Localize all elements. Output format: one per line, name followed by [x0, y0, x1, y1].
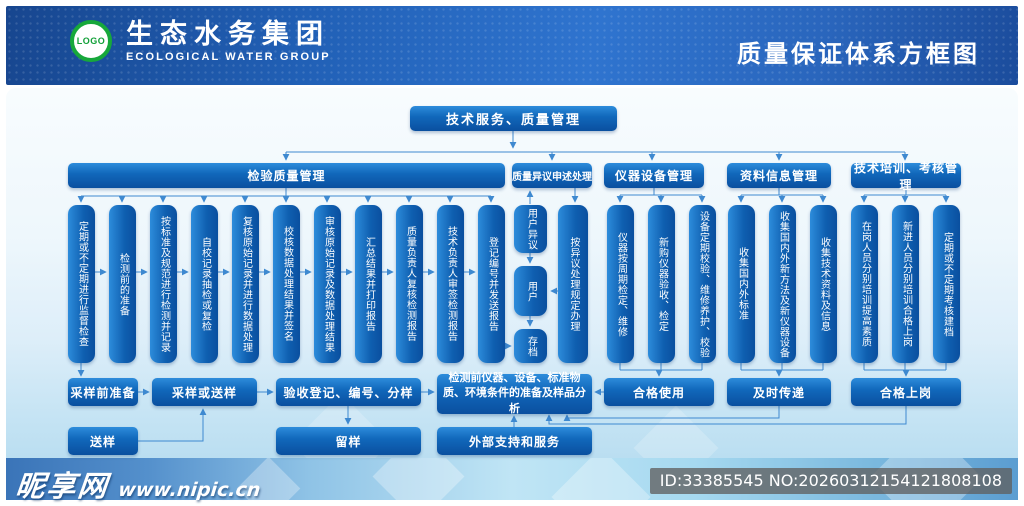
group-header-objection: 质量异议申述处理 [512, 163, 592, 188]
step-box: 收集技术资料及信息 [810, 205, 837, 363]
step-box: 收集国内外新方法及新仪器设备 [769, 205, 796, 363]
aux-external-support-box: 外部支持和服务 [437, 427, 592, 455]
watermark-url: www.nipic.cn [117, 479, 262, 501]
step-box: 汇总结果并打印报告 [355, 205, 382, 363]
aux-retain-sample-box: 留样 [276, 427, 421, 455]
flow-register-number-box: 验收登记、编号、分样 [276, 378, 421, 406]
flow-pretest-prep-box: 检测前仪器、设备、标准物质、环境条件的准备及样品分析 [437, 372, 592, 415]
step-box: 自校记录抽检或复检 [191, 205, 218, 363]
step-box: 新进人员分别培训合格上岗 [892, 205, 919, 363]
objection-archive-box: 存档 [514, 329, 547, 363]
step-box: 复核原始记录并进行数据处理 [232, 205, 259, 363]
step-box: 校核数据处理结果并签名 [273, 205, 300, 363]
root-box: 技术服务、质量管理 [410, 106, 617, 131]
image-id-badge: ID:33385545 NO:20260312154121808108 [649, 468, 1012, 494]
group-header-information: 资料信息管理 [727, 163, 831, 188]
objection-user-objection-box: 用户异议 [514, 205, 547, 253]
step-box: 收集国内外标准 [728, 205, 755, 363]
flow-sampling-prep-box: 采样前准备 [68, 378, 138, 406]
objection-process-box: 按异议处理规定办理 [558, 205, 588, 363]
outcome-timely-delivery-box: 及时传递 [727, 378, 831, 406]
flow-sample-or-send-box: 采样或送样 [152, 378, 257, 406]
decor-diamond [551, 458, 651, 500]
step-box: 定期或不定期考核建档 [933, 205, 960, 363]
step-box: 审核原始记录及数据处理结果 [314, 205, 341, 363]
group-header-inspection: 检验质量管理 [68, 163, 505, 188]
step-box: 设备定期校验、维修养护、校验 [689, 205, 716, 363]
outcome-qualified-use-box: 合格使用 [604, 378, 714, 406]
step-box: 在岗人员分别培训提高素质 [851, 205, 878, 363]
step-box: 登记编号并发送报告 [478, 205, 505, 363]
outcome-qualified-post-box: 合格上岗 [851, 378, 961, 406]
header-bar: LOGO 生态水务集团 ECOLOGICAL WATER GROUP 质量保证体… [6, 6, 1018, 85]
step-box: 定期或不定期进行监督检查 [68, 205, 95, 363]
step-box: 质量负责人复核检测报告 [396, 205, 423, 363]
watermark: 昵享网 www.nipic.cn [14, 463, 264, 505]
step-box: 新购仪器验收、检定 [648, 205, 675, 363]
step-box: 技术负责人审签检测报告 [437, 205, 464, 363]
page-title: 质量保证体系方框图 [737, 41, 980, 68]
company-title-block: 生态水务集团 ECOLOGICAL WATER GROUP [126, 19, 331, 63]
company-name-en: ECOLOGICAL WATER GROUP [126, 50, 331, 63]
step-box: 检测前的准备 [109, 205, 136, 363]
objection-user-box: 用户 [514, 266, 547, 316]
watermark-logo: 昵享网 [14, 471, 111, 503]
step-box: 按标准及规范进行检测并记录 [150, 205, 177, 363]
group-header-training: 技术培训、考核管理 [851, 161, 961, 192]
step-box: 仪器按周期检定、维修 [607, 205, 634, 363]
logo-text: LOGO [76, 36, 106, 46]
decor-diamond [372, 458, 465, 500]
company-name-cn: 生态水务集团 [126, 19, 330, 49]
company-logo-icon: LOGO [70, 20, 112, 62]
group-header-instrument: 仪器设备管理 [604, 163, 704, 188]
aux-send-sample-box: 送样 [68, 427, 138, 455]
